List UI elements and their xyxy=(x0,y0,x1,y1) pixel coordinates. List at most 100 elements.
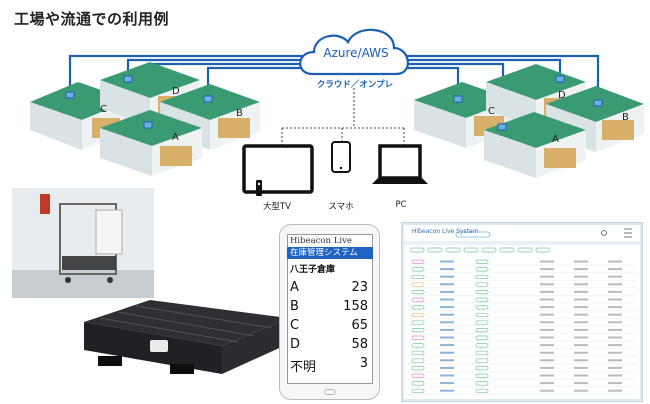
device-label-phone: スマホ xyxy=(328,202,354,212)
warehouse-cart-photo xyxy=(12,188,154,298)
pc-table-cell xyxy=(440,321,454,324)
pc-table-cell xyxy=(608,366,622,369)
pc-table-badge xyxy=(411,290,425,295)
warehouse-label: D xyxy=(558,90,566,101)
warehouse-left-a xyxy=(100,110,202,176)
stock-row: B 158 xyxy=(290,299,368,319)
pc-table-cell xyxy=(608,306,622,309)
stock-name: B xyxy=(290,299,299,314)
warehouse-label: C xyxy=(100,104,107,115)
pc-table-cell xyxy=(574,321,588,324)
cloud-sublabel: クラウド／オンプレ xyxy=(316,80,394,90)
pc-table-cell xyxy=(540,275,554,278)
pc-table-cell xyxy=(608,283,622,286)
pc-table-cell xyxy=(440,382,454,385)
pc-table-cell xyxy=(574,359,588,362)
pc-table-badge xyxy=(475,282,489,287)
pc-table-cell xyxy=(608,290,622,293)
stock-count: 3 xyxy=(359,356,368,371)
pc-screen-table xyxy=(404,228,640,395)
pc-table-cell xyxy=(574,313,588,316)
stock-count: 65 xyxy=(351,318,368,333)
warehouse-label: C xyxy=(488,106,495,117)
pc-table-cell xyxy=(540,389,554,392)
pc-table-badge xyxy=(475,366,489,371)
pc-table-cell xyxy=(540,260,554,263)
phone-screen-title: 在庫管理システム xyxy=(290,248,358,258)
stock-row: D 58 xyxy=(290,337,368,357)
tv-icon xyxy=(242,144,314,196)
pc-table-cell xyxy=(540,351,554,354)
pc-table-badge xyxy=(411,343,425,348)
pc-table-cell xyxy=(574,306,588,309)
phone-title-band xyxy=(287,247,373,259)
pc-table-badge xyxy=(475,358,489,363)
pc-table-cell xyxy=(574,283,588,286)
pc-table-cell xyxy=(608,344,622,347)
pc-table-cell xyxy=(574,389,588,392)
pc-table-cell xyxy=(440,336,454,339)
pc-table-badge xyxy=(411,373,425,378)
pc-table-cell xyxy=(574,336,588,339)
device-label-pc: PC xyxy=(395,200,407,210)
pc-table-badge xyxy=(411,335,425,340)
pc-table-cell xyxy=(574,298,588,301)
pc-table-badge xyxy=(475,350,489,356)
stock-name: D xyxy=(290,337,301,352)
pc-table-cell xyxy=(440,275,454,278)
cloud-icon xyxy=(299,28,409,76)
pc-table-cell xyxy=(440,359,454,362)
stock-count: 23 xyxy=(351,280,368,295)
stock-name: 不明 xyxy=(290,360,317,375)
pc-table-cell xyxy=(440,328,454,331)
warehouse-label: B xyxy=(622,112,629,123)
pc-table-cell xyxy=(540,359,554,362)
smartphone-icon xyxy=(331,141,351,173)
pc-table-cell xyxy=(540,336,554,339)
pc-table-cell xyxy=(608,328,622,331)
pc-table-cell xyxy=(608,275,622,278)
pc-table-cell xyxy=(574,268,588,271)
warehouse-label: A xyxy=(172,132,179,143)
pc-table-cell xyxy=(540,298,554,301)
pc-table-badge xyxy=(475,312,489,318)
pc-table-badge xyxy=(475,297,489,302)
warehouse-label: D xyxy=(172,86,180,97)
pc-table-cell xyxy=(540,382,554,385)
warehouse-label: B xyxy=(236,108,243,119)
pc-table-badge xyxy=(411,267,425,272)
phone-app-name: Hibeacon Live xyxy=(290,236,352,246)
pc-table-cell xyxy=(608,374,622,377)
pc-table-cell xyxy=(608,359,622,362)
pc-table-badge xyxy=(475,328,489,333)
pc-table-badge xyxy=(411,388,425,394)
phone-location: 八王子倉庫 xyxy=(290,265,336,275)
pc-table-badge xyxy=(411,366,425,371)
pc-table-cell xyxy=(540,268,554,271)
pc-table-cell xyxy=(440,306,454,309)
pc-table-badge xyxy=(475,320,489,325)
pc-table-cell xyxy=(608,313,622,316)
pc-table-badge xyxy=(475,305,489,310)
pc-table-cell xyxy=(440,283,454,286)
pc-table-cell xyxy=(540,290,554,293)
pc-table-cell xyxy=(574,374,588,377)
search-icon xyxy=(601,230,607,236)
cloud-label: Azure/AWS xyxy=(323,46,389,60)
pc-app-logo: Hibeacon Live System xyxy=(412,228,479,235)
pc-table-cell xyxy=(540,366,554,369)
pc-table-cell xyxy=(540,344,554,347)
pc-table-cell xyxy=(440,374,454,377)
pc-table-badge xyxy=(475,274,489,280)
pc-table-cell xyxy=(574,382,588,385)
pc-table-cell xyxy=(440,290,454,293)
warehouse-right-a xyxy=(484,112,586,178)
pc-table-cell xyxy=(574,275,588,278)
pc-table-cell xyxy=(574,344,588,347)
pc-table-badge xyxy=(411,282,425,287)
pc-table-badge xyxy=(411,328,425,333)
pc-table-badge xyxy=(475,290,489,295)
pc-table-cell xyxy=(608,389,622,392)
page-title: 工場や流通での利用例 xyxy=(14,10,170,28)
